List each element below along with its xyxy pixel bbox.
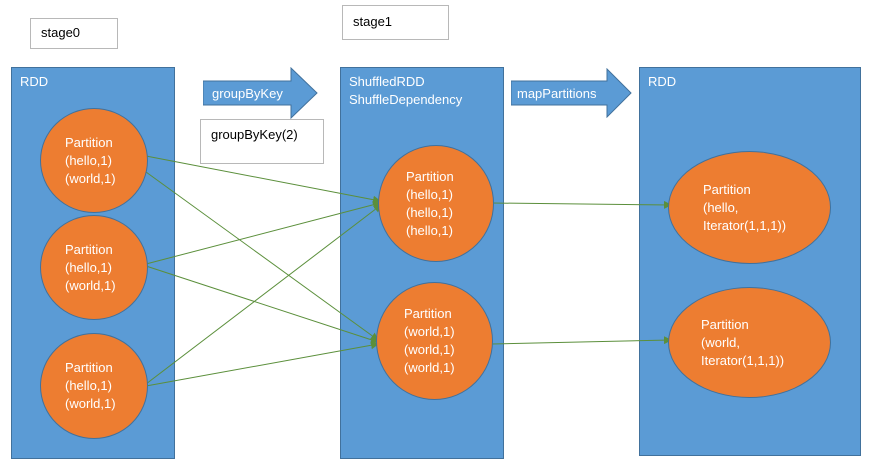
shuffled-partition-world-text: Partition (world,1) (world,1) (world,1)	[404, 306, 455, 375]
stage1-label: stage1	[342, 5, 449, 40]
right-rdd-title: RDD	[648, 74, 677, 89]
left-partition-3-text: Partition (hello,1) (world,1)	[65, 360, 116, 411]
result-partition-hello-text: Partition (hello, Iterator(1,1,1))	[703, 181, 787, 233]
mappartitions-label: mapPartitions	[517, 86, 597, 101]
left-partition-2: Partition (hello,1) (world,1)	[40, 215, 148, 320]
left-partition-1-text: Partition (hello,1) (world,1)	[65, 134, 116, 186]
shuffled-partition-hello-text: Partition (hello,1) (hello,1) (hello,1)	[406, 168, 454, 238]
result-partition-world: Partition (world, Iterator(1,1,1))	[668, 287, 831, 398]
mappartitions-arrow	[511, 68, 632, 118]
left-rdd-title: RDD	[20, 74, 49, 89]
result-partition-hello: Partition (hello, Iterator(1,1,1))	[668, 151, 831, 264]
result-partition-world-text: Partition (world, Iterator(1,1,1))	[701, 316, 785, 368]
shuffled-rdd-title: ShuffledRDD ShuffleDependency	[349, 74, 463, 107]
groupbykey-label: groupByKey	[212, 86, 283, 101]
left-partition-1: Partition (hello,1) (world,1)	[40, 108, 148, 213]
shuffled-rdd-column: ShuffledRDD ShuffleDependency	[340, 67, 504, 459]
groupbykey-note: groupByKey(2)	[200, 119, 324, 164]
shuffled-partition-world: Partition (world,1) (world,1) (world,1)	[376, 282, 493, 400]
shuffled-partition-hello: Partition (hello,1) (hello,1) (hello,1)	[378, 145, 494, 262]
left-partition-3: Partition (hello,1) (world,1)	[40, 333, 148, 439]
groupbykey-arrow	[203, 67, 318, 119]
stage0-label: stage0	[30, 18, 118, 49]
left-partition-2-text: Partition (hello,1) (world,1)	[65, 241, 116, 293]
